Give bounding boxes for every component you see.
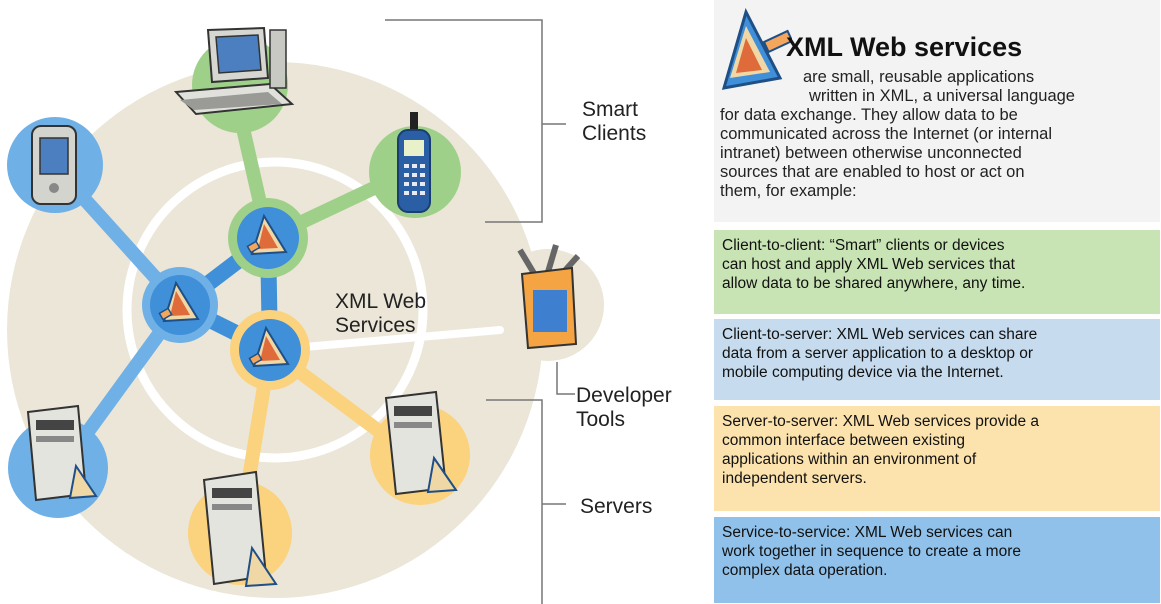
center-label: XML Web Services xyxy=(335,290,427,337)
pda-icon xyxy=(31,125,77,205)
intro-section: XML Web services are small, reusable app… xyxy=(714,0,1160,222)
xml-web-service-icon xyxy=(246,213,288,256)
developer-tools-box-icon xyxy=(517,244,581,350)
intro-text: are small, reusable applications written… xyxy=(720,68,1075,200)
xml-web-service-icon xyxy=(248,325,290,368)
smart-clients-label: Smart Clients xyxy=(582,98,647,145)
inner-ring xyxy=(122,157,428,463)
developer-tools-label: Developer Tools xyxy=(576,384,672,431)
panel-title: XML Web services xyxy=(786,32,1023,62)
xml-web-service-logo-icon xyxy=(721,8,792,90)
client-to-client-box: Client-to-client: “Smart” clients or dev… xyxy=(714,230,1160,314)
description-panel: XML Web services are small, reusable app… xyxy=(714,0,1160,604)
server-tower-icon xyxy=(26,404,98,502)
xml-web-services-diagram xyxy=(7,19,604,604)
service-to-service-box: Service-to-service: XML Web services can… xyxy=(714,517,1160,603)
bracket-lines xyxy=(385,19,575,604)
mobile-phone-icon xyxy=(397,112,431,213)
desktop-computer-icon xyxy=(173,26,295,116)
client-to-server-box: Client-to-server: XML Web services can s… xyxy=(714,319,1160,400)
server-tower-icon xyxy=(202,470,278,588)
server-tower-icon xyxy=(384,390,458,496)
xml-web-service-icon xyxy=(158,280,200,323)
servers-label: Servers xyxy=(580,495,653,518)
server-to-server-box: Server-to-server: XML Web services provi… xyxy=(714,406,1160,511)
